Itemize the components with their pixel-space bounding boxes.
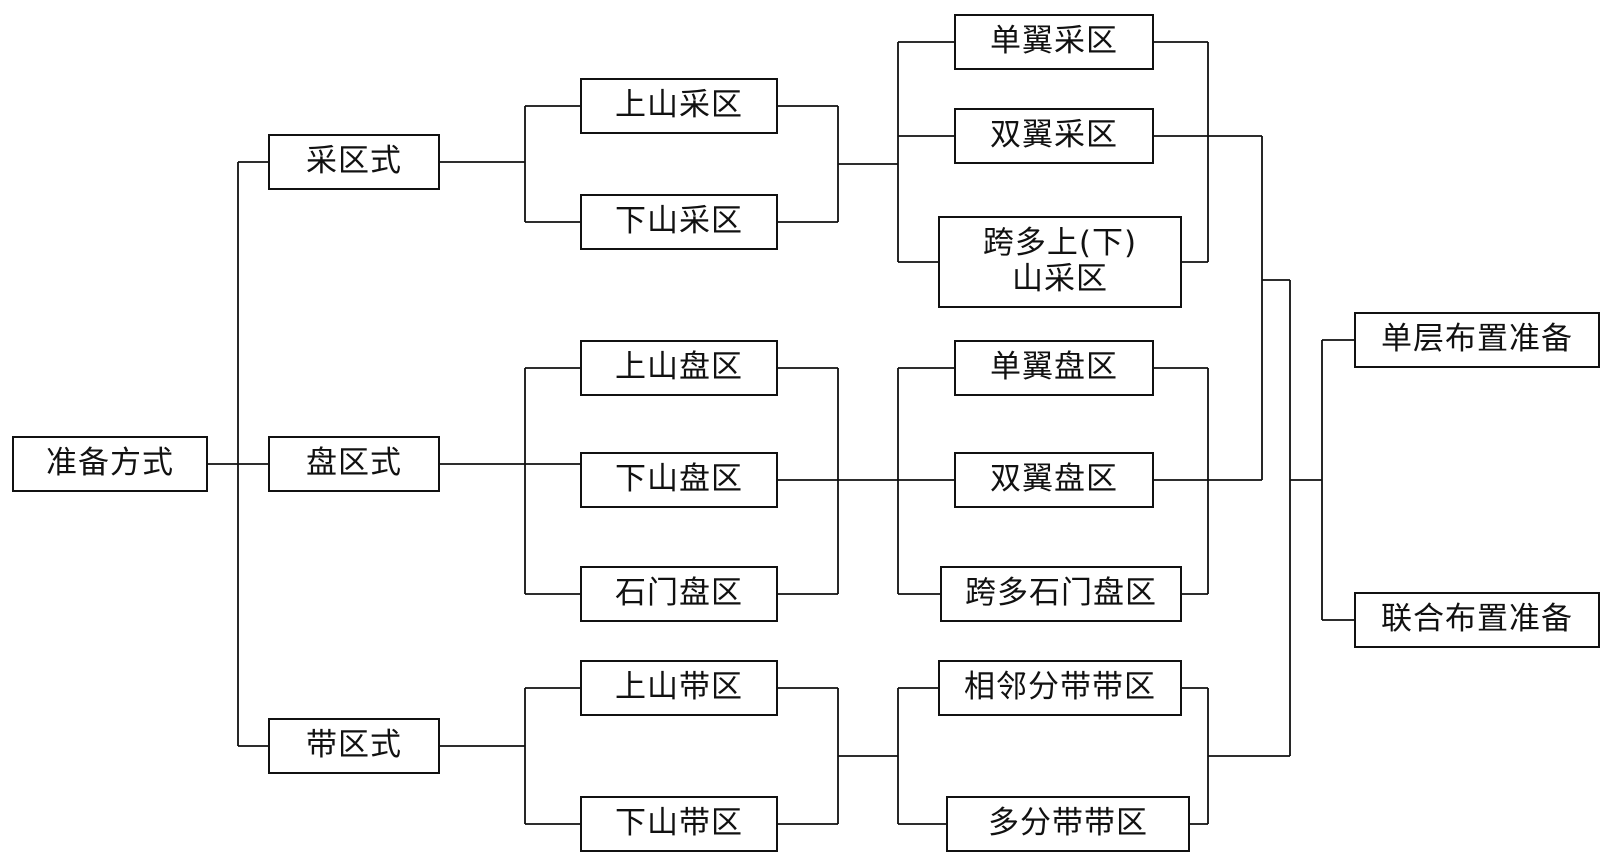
node-single-layer-preparation: 单层布置准备: [1354, 312, 1600, 368]
node-multi-crosscut-panel: 跨多石门盘区: [940, 566, 1182, 622]
node-preparation-method: 准备方式: [12, 436, 208, 492]
node-label: 双翼盘区: [990, 461, 1118, 498]
connector-root-level1: [208, 161, 268, 747]
node-double-wing-mining-district: 双翼采区: [954, 108, 1154, 164]
node-label: 跨多石门盘区: [965, 575, 1157, 612]
node-label: 单翼盘区: [990, 349, 1118, 386]
node-label: 上山带区: [615, 669, 743, 706]
node-rise-panel: 上山盘区: [580, 340, 778, 396]
connector-panqu-level2: [440, 367, 580, 595]
node-label: 多分带带区: [988, 805, 1148, 842]
node-label: 下山盘区: [615, 461, 743, 498]
node-label-line2: 山采区: [1012, 261, 1108, 297]
node-double-wing-panel: 双翼盘区: [954, 452, 1154, 508]
node-label: 上山采区: [615, 87, 743, 124]
connector-panqu-right: [1154, 367, 1209, 595]
node-dip-strip: 下山带区: [580, 796, 778, 852]
node-label: 下山带区: [615, 805, 743, 842]
node-label: 下山采区: [615, 203, 743, 240]
connector-shuangyi-merge: [1154, 135, 1263, 481]
node-adjacent-strip-district: 相邻分带带区: [938, 660, 1182, 716]
node-label: 带区式: [306, 727, 402, 764]
connector-panqu-level3: [778, 367, 954, 595]
node-multi-strip-district: 多分带带区: [946, 796, 1190, 852]
node-multi-rise-mining-district: 跨多上(下) 山采区: [938, 216, 1182, 308]
node-panel-district-type: 盘区式: [268, 436, 440, 492]
node-rise-strip: 上山带区: [580, 660, 778, 716]
connector-level4: [1321, 339, 1354, 621]
node-joint-layout-preparation: 联合布置准备: [1354, 592, 1600, 648]
node-label: 盘区式: [306, 445, 402, 482]
node-strip-district-type: 带区式: [268, 718, 440, 774]
connector-daiqu-level2: [440, 687, 580, 825]
node-single-wing-panel: 单翼盘区: [954, 340, 1154, 396]
connector-caiqu-level2: [440, 105, 580, 223]
node-label: 上山盘区: [615, 349, 743, 386]
node-label: 石门盘区: [615, 575, 743, 612]
node-label: 采区式: [306, 143, 402, 180]
node-label: 单层布置准备: [1381, 321, 1573, 358]
node-rise-mining-district: 上山采区: [580, 78, 778, 134]
node-dip-mining-district: 下山采区: [580, 194, 778, 250]
connector-daiqu-level3: [778, 687, 946, 825]
node-label: 准备方式: [46, 445, 174, 482]
connector-caiqu-right: [1154, 41, 1209, 263]
node-dip-panel: 下山盘区: [580, 452, 778, 508]
connector-daiqu-right: [1182, 687, 1290, 825]
node-crosscut-panel: 石门盘区: [580, 566, 778, 622]
connector-merge-center: [1262, 279, 1322, 756]
node-single-wing-mining-district: 单翼采区: [954, 14, 1154, 70]
node-label: 相邻分带带区: [964, 669, 1156, 706]
node-label: 单翼采区: [990, 23, 1118, 60]
node-label-line1: 跨多上(下): [982, 225, 1138, 262]
node-label: 双翼采区: [990, 117, 1118, 154]
node-label: 联合布置准备: [1381, 601, 1573, 638]
node-mining-district-type: 采区式: [268, 134, 440, 190]
connector-caiqu-level3: [778, 41, 954, 263]
